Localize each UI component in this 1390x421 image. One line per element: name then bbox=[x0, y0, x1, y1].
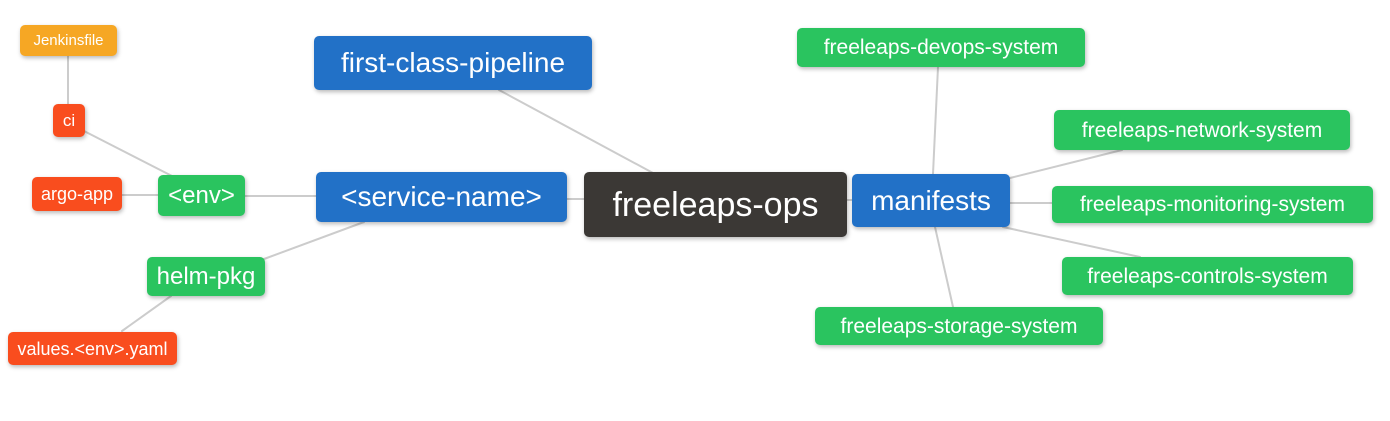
node-freeleaps-controls-system[interactable]: freeleaps-controls-system bbox=[1062, 257, 1353, 295]
edge-helm-pkg-to-service-name bbox=[263, 221, 365, 260]
edge-values-env-yaml-to-helm-pkg bbox=[121, 295, 172, 332]
node-freeleaps-monitoring-system[interactable]: freeleaps-monitoring-system bbox=[1052, 186, 1373, 223]
node-argo-app[interactable]: argo-app bbox=[32, 177, 122, 211]
node-service-name[interactable]: <service-name> bbox=[316, 172, 567, 222]
edge-manifests-to-freeleaps-storage-system bbox=[934, 226, 954, 308]
edge-ci-to-env bbox=[83, 130, 173, 177]
node-jenkinsfile[interactable]: Jenkinsfile bbox=[20, 25, 117, 56]
edge-first-class-pipeline-to-freeleaps-ops bbox=[498, 89, 654, 174]
node-ci[interactable]: ci bbox=[53, 104, 85, 137]
node-manifests[interactable]: manifests bbox=[852, 174, 1010, 227]
node-freeleaps-network-system[interactable]: freeleaps-network-system bbox=[1054, 110, 1350, 150]
node-values-env-yaml[interactable]: values.<env>.yaml bbox=[8, 332, 177, 365]
node-freeleaps-storage-system[interactable]: freeleaps-storage-system bbox=[815, 307, 1103, 345]
node-env[interactable]: <env> bbox=[158, 175, 245, 216]
node-helm-pkg[interactable]: helm-pkg bbox=[147, 257, 265, 296]
edge-manifests-to-freeleaps-network-system bbox=[1009, 149, 1123, 179]
edge-manifests-to-freeleaps-devops-system bbox=[932, 66, 939, 175]
node-freeleaps-devops-system[interactable]: freeleaps-devops-system bbox=[797, 28, 1085, 67]
edge-manifests-to-freeleaps-controls-system bbox=[1002, 226, 1141, 258]
node-first-class-pipeline[interactable]: first-class-pipeline bbox=[314, 36, 592, 90]
node-freeleaps-ops[interactable]: freeleaps-ops bbox=[584, 172, 847, 237]
